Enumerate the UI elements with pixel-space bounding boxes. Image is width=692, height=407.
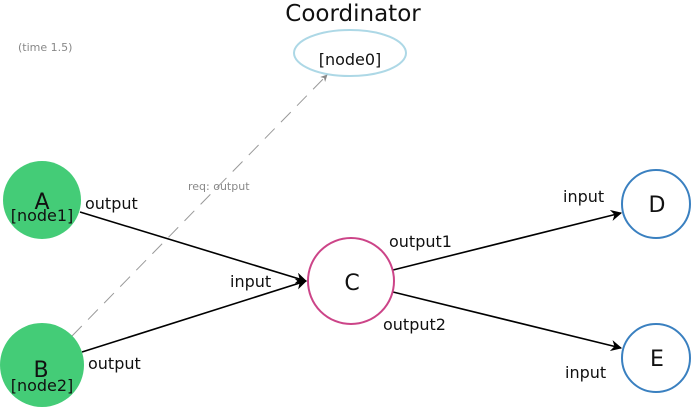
edge-c-to-d xyxy=(392,210,623,271)
edge-label-c-output2: output2 xyxy=(383,315,446,334)
node-b-label: B xyxy=(33,358,48,383)
coordinator-title: Coordinator xyxy=(285,1,421,27)
edge-a-to-c xyxy=(79,211,308,284)
edge-c-to-e xyxy=(392,291,623,352)
node-a[interactable] xyxy=(3,161,81,239)
node-b-tag: [node2] xyxy=(11,376,74,395)
coordinator-node-label: [node0] xyxy=(319,50,382,69)
node-d[interactable] xyxy=(621,169,691,239)
node-d-label: D xyxy=(649,193,666,218)
edge-label-c-input: input xyxy=(230,272,271,291)
coordinator-node[interactable] xyxy=(293,29,407,77)
node-c[interactable] xyxy=(307,237,395,325)
time-label: (time 1.5) xyxy=(18,41,72,54)
edge-label-d-input: input xyxy=(563,187,604,206)
edge-label-b-output: output xyxy=(88,354,141,373)
node-b[interactable] xyxy=(0,323,84,407)
node-a-tag: [node1] xyxy=(11,206,74,225)
node-e[interactable] xyxy=(621,323,691,393)
request-edge-label: req: output xyxy=(188,180,250,193)
request-edge xyxy=(71,74,328,337)
edge-label-c-output1: output1 xyxy=(389,232,452,251)
node-e-label: E xyxy=(650,347,664,372)
edge-label-e-input: input xyxy=(565,363,606,382)
node-a-label: A xyxy=(34,190,49,215)
node-c-label: C xyxy=(344,271,359,296)
edge-label-a-output: output xyxy=(85,194,138,213)
edge-b-to-c xyxy=(81,278,308,353)
